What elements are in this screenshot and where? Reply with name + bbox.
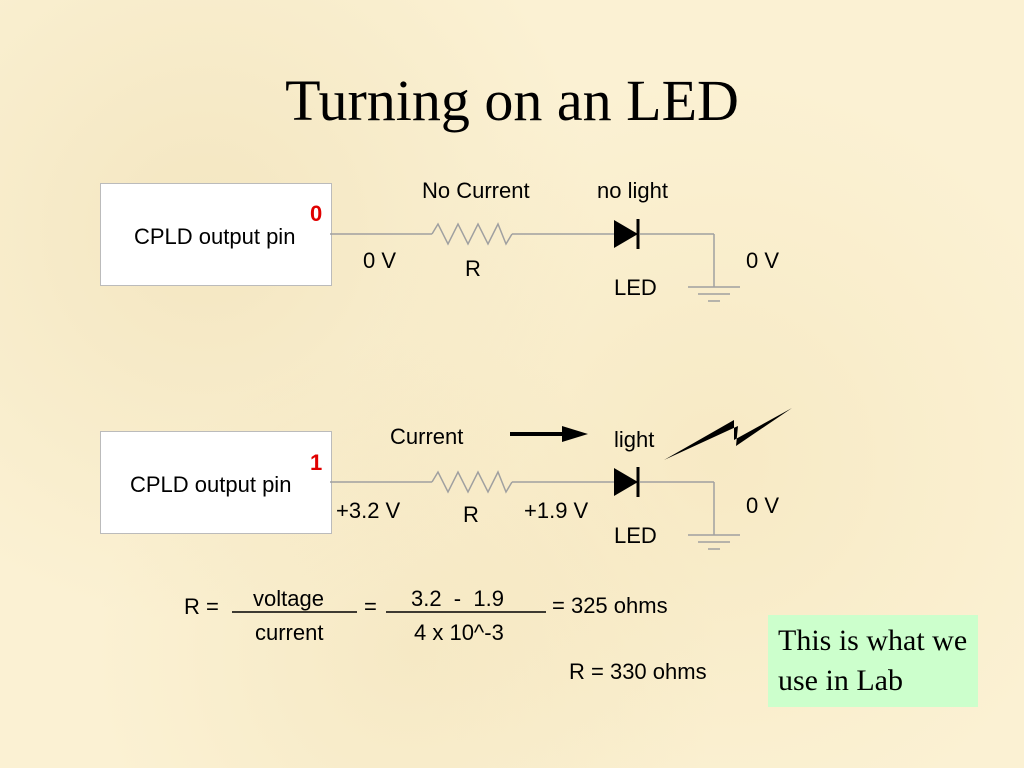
- pin-state-on: 1: [310, 450, 323, 475]
- formula-numerator: voltage: [253, 586, 324, 611]
- ground-symbol-off: [688, 286, 740, 302]
- ground-symbol-on: [688, 534, 740, 550]
- lightning-bolt-icon: [664, 408, 792, 460]
- led-label-off: LED: [614, 275, 657, 300]
- slide-title: Turning on an LED: [285, 68, 739, 133]
- cpld-pin-box-on: [100, 431, 332, 534]
- formula-denominator: current: [255, 620, 324, 645]
- voltage-right-off: 0 V: [746, 248, 780, 273]
- resistor-off: [431, 222, 513, 246]
- voltage-left-on: +3.2 V: [336, 498, 401, 523]
- pin-state-off: 0: [310, 201, 323, 226]
- current-arrow-icon: [510, 426, 588, 442]
- resistor-label-on: R: [463, 502, 479, 527]
- formula-numerator-values: 3.2 - 1.9: [411, 586, 504, 611]
- pin-label-off: CPLD output pin: [134, 224, 296, 249]
- led-voltage-on: +1.9 V: [524, 498, 589, 523]
- formula-result: = 325 ohms: [552, 593, 668, 618]
- formula-lhs: R =: [184, 594, 219, 619]
- voltage-left-off: 0 V: [363, 248, 397, 273]
- voltage-right-on: 0 V: [746, 493, 780, 518]
- current-label-on: Current: [390, 424, 464, 449]
- led-label-on: LED: [614, 523, 657, 548]
- light-label-on: light: [614, 427, 655, 452]
- led-diode-off: [614, 219, 640, 249]
- pin-label-on: CPLD output pin: [130, 472, 292, 497]
- circuit-off-wiring: [330, 233, 715, 287]
- formula-equals: =: [364, 594, 377, 619]
- light-label-off: no light: [597, 178, 668, 203]
- led-diode-on: [614, 467, 640, 497]
- current-label-off: No Current: [422, 178, 530, 203]
- resistor-label-off: R: [465, 256, 481, 281]
- lab-note-callout: This is what we use in Lab: [768, 615, 978, 707]
- circuit-on-wiring: [330, 481, 715, 535]
- cpld-pin-box-off: [100, 183, 332, 286]
- resistor-on: [431, 470, 513, 494]
- formula-chosen-value: R = 330 ohms: [569, 659, 707, 684]
- formula-denominator-values: 4 x 10^-3: [414, 620, 504, 645]
